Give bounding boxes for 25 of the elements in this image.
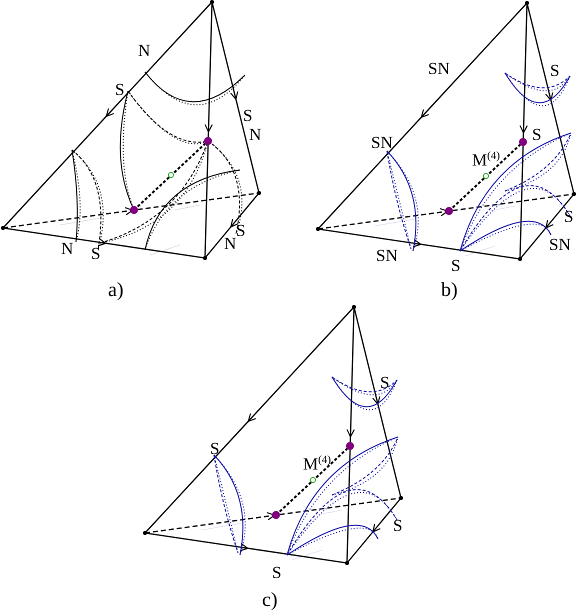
point-label: SN (371, 134, 393, 151)
point-label: S (393, 517, 402, 534)
point-label: N (138, 42, 150, 59)
point-label: N (249, 126, 262, 143)
point-label: SN (376, 247, 398, 264)
point-label: S (272, 564, 282, 581)
point-label: S (564, 208, 574, 225)
point-label: N (61, 240, 74, 257)
panel-label: b) (441, 280, 458, 300)
point-label: S (243, 107, 252, 124)
point-label: S (550, 62, 560, 79)
panel-label: a) (108, 280, 124, 300)
point-label: S (91, 245, 100, 262)
point-label: N (224, 235, 236, 252)
point-label: M$^{(4)}$ (472, 149, 500, 169)
point-label: S (532, 126, 542, 143)
point-label: SN (549, 236, 571, 253)
point-label: S (380, 374, 390, 391)
point-label: S (115, 81, 124, 98)
point-label: M$^{(4)}$ (303, 453, 331, 473)
panel-label: c) (262, 590, 278, 610)
point-label: S (210, 440, 220, 457)
point-label: SN (428, 60, 450, 77)
point-label: S (451, 257, 460, 274)
point-label: S (236, 222, 246, 239)
